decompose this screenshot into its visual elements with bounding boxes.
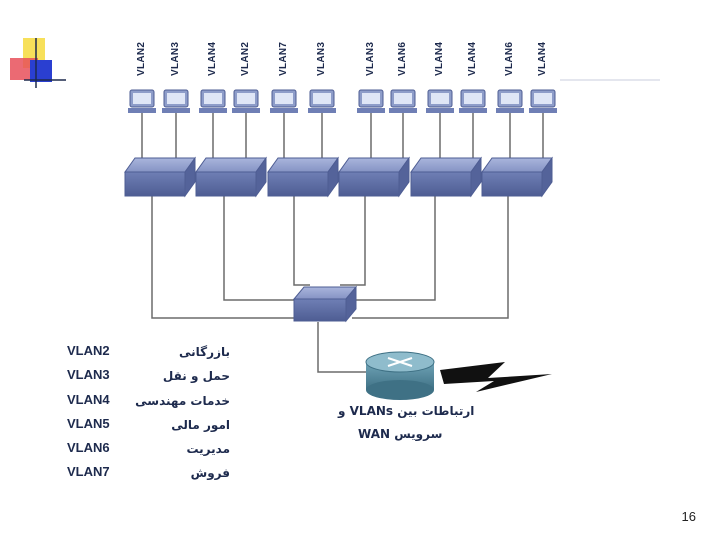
workstation-vlan-label: VLAN4 [467,41,478,76]
router-caption-line2: سرویس WAN [358,427,443,441]
workstation-vlan-label: VLAN4 [434,41,445,76]
router-icon [365,351,435,400]
workstation-icon [496,89,524,113]
page-number: 16 [681,509,696,524]
legend-code: VLAN6 [67,440,110,455]
workstation-vlan-label: VLAN4 [537,41,548,76]
workstation-icon [426,89,454,113]
workstation-vlan-label: VLAN7 [278,41,289,76]
legend-name: بازرگانی [179,345,230,359]
legend-name: مدیریت [186,442,230,456]
workstation-vlan-label: VLAN2 [136,41,147,76]
legend-name: فروش [190,466,230,480]
workstation-icon [459,89,487,113]
uplink-cables [151,196,509,373]
workstation-cables [141,113,544,168]
switch-icon [338,156,410,198]
wan-lightning-icon [440,362,552,392]
workstation-vlan-label: VLAN6 [504,41,515,76]
switch-icon [410,156,482,198]
corner-decoration [10,38,66,88]
legend-name: حمل و نقل [162,369,230,383]
router-caption-line1: ارتباطات بین VLANs و [338,404,475,418]
workstation-vlan-label: VLAN3 [170,41,181,76]
legend-code: VLAN7 [67,464,110,479]
workstation-icon [389,89,417,113]
workstation-vlan-label: VLAN2 [240,41,251,76]
legend-name: امور مالی [171,418,230,432]
switch-icon [267,156,339,198]
switch-icon [481,156,553,198]
workstations [128,89,557,113]
legend-code: VLAN2 [67,343,110,358]
legend-code: VLAN5 [67,416,110,431]
workstation-vlan-label: VLAN3 [365,41,376,76]
workstation-icon [162,89,190,113]
workstation-icon [308,89,336,113]
legend-code: VLAN4 [67,392,110,407]
access-switches [124,156,553,198]
workstation-icon [232,89,260,113]
workstation-vlan-label: VLAN4 [207,41,218,76]
legend-name: خدمات مهندسی [135,394,230,408]
switch-icon [195,156,267,198]
workstation-icon [270,89,298,113]
workstation-icon [529,89,557,113]
legend-code: VLAN3 [67,367,110,382]
workstation-icon [128,89,156,113]
switch-icon [124,156,196,198]
workstation-vlan-label: VLAN6 [397,41,408,76]
core-switch-icon [292,285,358,323]
workstation-icon [199,89,227,113]
workstation-icon [357,89,385,113]
workstation-vlan-label: VLAN3 [316,41,327,76]
